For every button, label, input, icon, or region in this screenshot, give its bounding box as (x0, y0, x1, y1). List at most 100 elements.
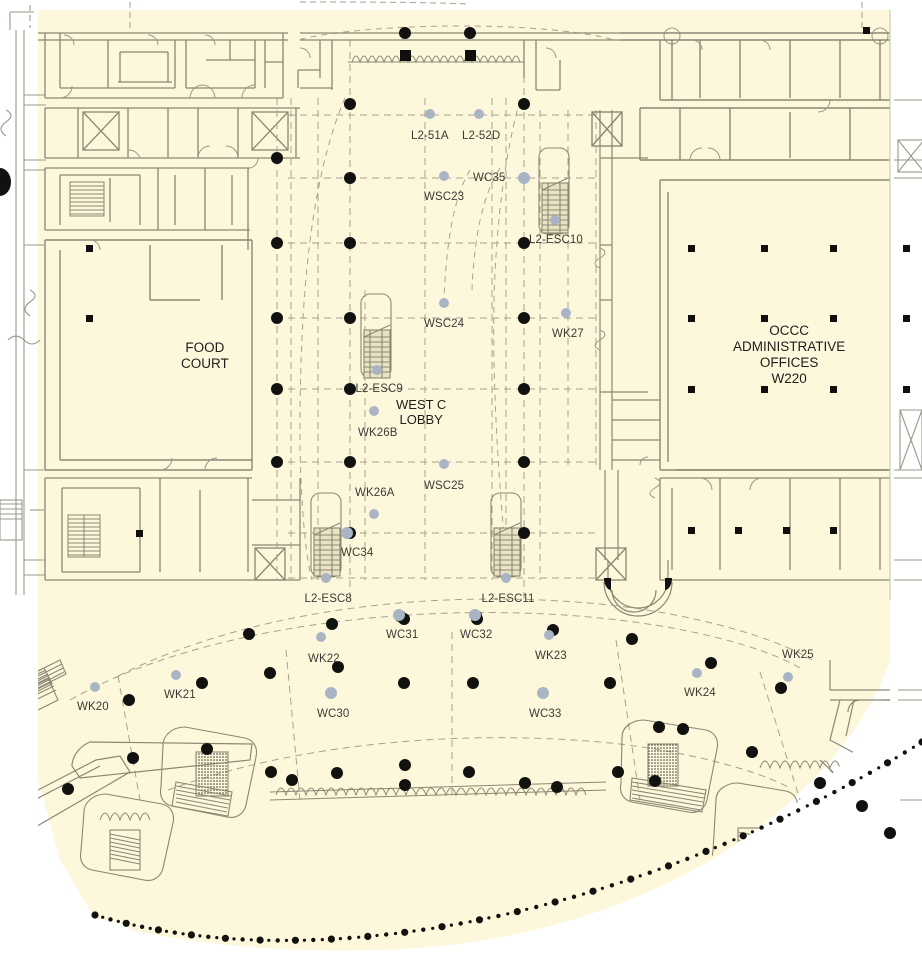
structural-node (243, 628, 255, 640)
boundary-dot (695, 853, 699, 857)
boundary-dot (327, 935, 335, 943)
concourse-soft-arcs (299, 25, 613, 581)
poi-node-l2-esc8[interactable] (321, 573, 331, 583)
boundary-dot (823, 795, 828, 799)
poi-node-wk26b[interactable] (369, 406, 379, 416)
poi-node-wc34[interactable] (341, 527, 353, 539)
poi-node-wk25[interactable] (783, 672, 793, 682)
structural-node (814, 777, 826, 789)
structural-node (612, 766, 624, 778)
poi-node-wc31[interactable] (393, 609, 405, 621)
structural-node (344, 98, 356, 110)
poi-node-wk23[interactable] (544, 630, 554, 640)
top-dash-markers (129, 1, 863, 28)
poi-node-wk21[interactable] (171, 670, 181, 680)
boundary-dot (627, 875, 635, 883)
poi-node-wk24[interactable] (692, 668, 702, 678)
boundary-dot (139, 924, 145, 929)
structural-node (399, 759, 411, 771)
boundary-dot (148, 926, 152, 931)
structural-node (518, 527, 530, 539)
structural-node (775, 682, 787, 694)
elevator-shafts (44, 107, 300, 159)
structural-node (464, 27, 476, 39)
central-spine-rooms (599, 110, 660, 560)
boundary-dot (108, 917, 113, 922)
boundary-dot (676, 860, 680, 865)
poi-node-l2-esc11[interactable] (501, 573, 511, 583)
south-escalator-housing-left2 (79, 793, 175, 881)
structural-node (344, 312, 356, 324)
poi-node-wk22[interactable] (316, 632, 326, 642)
structural-node (265, 766, 277, 778)
poi-node-l2-52d[interactable] (474, 109, 484, 119)
poi-node-wsc24[interactable] (439, 298, 449, 308)
concourse-top-walls (297, 32, 620, 91)
column-marker (829, 385, 837, 393)
structural-node (519, 777, 531, 789)
structural-node (677, 723, 689, 735)
boundary-dot (902, 750, 907, 755)
column-marker (464, 49, 476, 61)
boundary-dot (589, 887, 597, 895)
boundary-dot (198, 934, 202, 938)
column-marker (862, 26, 870, 34)
poi-node-wc33[interactable] (537, 687, 549, 699)
boundary-dot (384, 932, 389, 937)
boundary-dot (805, 804, 809, 808)
boundary-dot (534, 904, 539, 910)
south-west-diagonal-walk (38, 741, 253, 837)
structural-node (398, 677, 410, 689)
poi-node-wsc25[interactable] (439, 459, 449, 469)
poi-node-wk27[interactable] (561, 308, 571, 318)
poi-node-wc30[interactable] (325, 687, 337, 699)
structural-node (332, 661, 344, 673)
boundary-dot (187, 931, 195, 939)
occc-lower-rooms (595, 477, 890, 581)
north-west-rooms-detail (59, 34, 256, 99)
boundary-dot (132, 923, 136, 927)
structural-node (271, 383, 283, 395)
boundary-dot (122, 919, 130, 927)
boundary-dot (154, 926, 162, 934)
boundary-dot (438, 923, 446, 931)
column-marker (135, 529, 143, 537)
poi-node-l2-51a[interactable] (425, 109, 435, 119)
structural-node (518, 98, 530, 110)
boundary-dot (664, 862, 673, 870)
boundary-dot (311, 937, 316, 943)
boundary-dot (496, 913, 501, 919)
structural-node (518, 383, 530, 395)
boundary-dot (647, 870, 652, 875)
column-marker (829, 526, 837, 534)
boundary-dot (638, 874, 642, 878)
poi-node-l2-esc9[interactable] (372, 365, 382, 375)
boundary-dot (375, 933, 379, 938)
boundary-dot (291, 936, 299, 944)
poi-node-wk26a[interactable] (369, 509, 379, 519)
south-west-diagonal-escalators (38, 659, 67, 735)
boundary-dot (275, 938, 280, 943)
structural-node (123, 694, 135, 706)
column-marker (687, 385, 695, 393)
boundary-dot (249, 938, 253, 942)
structural-node (399, 779, 411, 791)
column-marker (829, 244, 837, 252)
outside-architecture (0, 5, 46, 595)
poi-node-l2-esc10[interactable] (550, 215, 560, 225)
boundary-dot (468, 920, 472, 924)
stair-hatch-top (69, 181, 105, 217)
boundary-dot (551, 898, 559, 906)
poi-node-wc35[interactable] (518, 172, 530, 184)
poi-node-wc32[interactable] (469, 609, 481, 621)
poi-node-wk20[interactable] (90, 682, 100, 692)
boundary-dot (256, 936, 264, 944)
boundary-dot (458, 921, 463, 926)
occc-block (591, 32, 890, 471)
structural-node (604, 677, 616, 689)
west-service-rooms (44, 167, 250, 250)
poi-node-wsc23[interactable] (439, 171, 449, 181)
structural-node (705, 657, 717, 669)
structural-node (467, 677, 479, 689)
